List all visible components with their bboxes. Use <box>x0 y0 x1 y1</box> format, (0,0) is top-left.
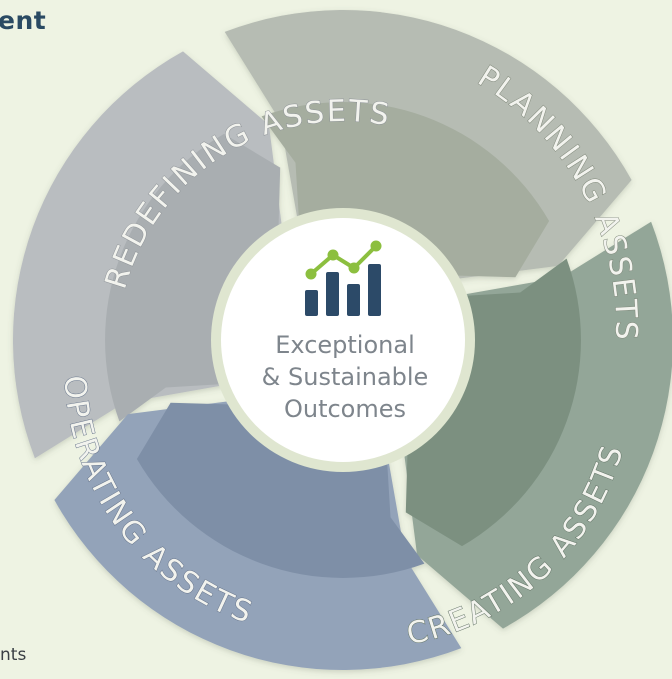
icon-trend-point <box>370 240 382 252</box>
icon-trend-point <box>327 249 339 261</box>
center-circle <box>221 218 465 462</box>
segment-planning-inner <box>261 102 550 278</box>
bar-chart-trend-icon <box>305 240 382 316</box>
footer-text-fragment: nts <box>0 645 27 665</box>
segment-creating-inner <box>405 258 581 547</box>
icon-bar-2 <box>326 272 339 316</box>
icon-bar-3 <box>347 284 360 316</box>
center-text-line-1: Exceptional <box>275 331 415 359</box>
icon-trend-point <box>305 268 317 280</box>
segment-operating-inner <box>136 402 425 578</box>
icon-bar-1 <box>305 290 318 316</box>
center-text-line-2: & Sustainable <box>262 363 429 391</box>
heading-fragment: ent <box>0 6 47 35</box>
icon-trend-line <box>309 244 378 276</box>
center-hub: Exceptional & Sustainable Outcomes <box>211 208 475 472</box>
icon-trend-point <box>348 262 360 274</box>
center-text-line-3: Outcomes <box>284 395 406 423</box>
icon-bar-4 <box>368 264 381 316</box>
segment-redefining-inner <box>105 133 281 422</box>
